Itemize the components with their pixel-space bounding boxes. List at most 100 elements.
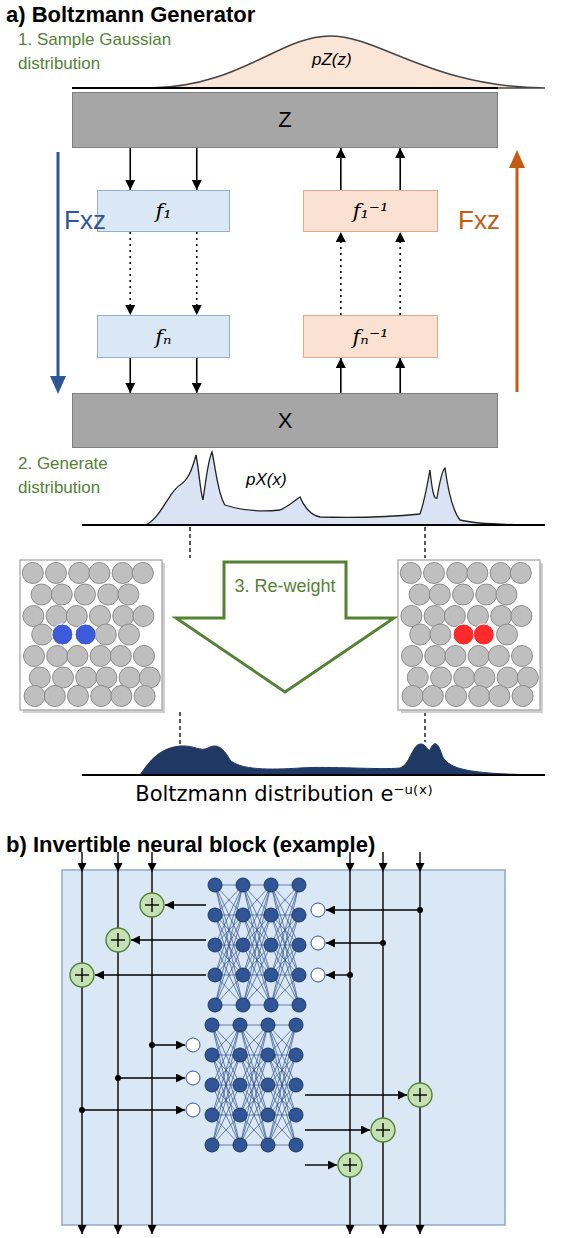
arrow-outline (172, 560, 398, 695)
particle (447, 563, 468, 584)
arrow-head (509, 150, 525, 168)
network-neuron (205, 1138, 219, 1152)
marked-particle (473, 624, 494, 645)
arrow-head (50, 376, 66, 394)
flow-connector (129, 232, 131, 315)
particle (402, 646, 423, 667)
particle (76, 667, 97, 688)
network-link (212, 1055, 240, 1145)
network-link (268, 1055, 296, 1145)
input-wire (81, 852, 82, 872)
particle (132, 563, 153, 584)
section-heading: b) Invertible neural block (example) (6, 832, 375, 858)
network-link (240, 1055, 268, 1145)
particle (139, 667, 160, 688)
distribution-caption: Boltzmann distribution e⁻ᵘ⁽ˣ⁾ (0, 782, 568, 807)
particle (410, 624, 431, 645)
particle (134, 646, 155, 667)
network-neuron (236, 908, 250, 922)
flow-connector (129, 148, 131, 190)
particle (468, 606, 489, 627)
wire (326, 909, 420, 910)
wire (95, 974, 206, 975)
particle (98, 584, 119, 605)
particle (44, 686, 65, 707)
network-neuron (261, 1048, 275, 1062)
signal-wire (349, 872, 350, 1234)
particle (31, 584, 52, 605)
plus-stroke (151, 898, 152, 912)
network-neuron (292, 968, 306, 982)
particle (118, 584, 139, 605)
network-link (243, 915, 271, 1005)
wire (305, 1094, 407, 1095)
flow-arrow (516, 166, 519, 392)
particle (89, 563, 110, 584)
particle (424, 563, 445, 584)
input-neuron (186, 1103, 200, 1117)
network-neuron (289, 1078, 303, 1092)
gaussian-curve (150, 36, 545, 88)
step-label: 2. Generate distribution (18, 452, 148, 500)
flow-block: f₁ (97, 190, 230, 232)
particle (133, 606, 154, 627)
network-neuron (233, 1138, 247, 1152)
node-text: fₙ⁻¹ (353, 325, 389, 349)
node-text: X (278, 408, 293, 434)
particle (512, 686, 533, 707)
input-wire (419, 852, 420, 872)
particle (488, 646, 509, 667)
add-operator (140, 893, 164, 917)
network-link (271, 915, 299, 1005)
particle (134, 686, 155, 707)
distribution-label: pX(x) (246, 470, 287, 490)
wire (326, 942, 383, 943)
input-neuron (311, 968, 325, 982)
network-neuron (292, 938, 306, 952)
flow-connector (399, 148, 401, 190)
network-link (215, 915, 243, 1005)
network-link (243, 915, 271, 1005)
particle (490, 563, 511, 584)
flow-connector (399, 358, 401, 393)
particle (112, 563, 133, 584)
network-link (268, 1025, 296, 1115)
invertible-block (62, 870, 505, 1225)
network-link (271, 915, 299, 1005)
dashed-guide (179, 712, 180, 745)
add-operator (70, 963, 94, 987)
particle (430, 624, 451, 645)
particle (90, 606, 111, 627)
wire (305, 1164, 337, 1165)
particle (444, 606, 465, 627)
particle (468, 646, 489, 667)
network-neuron (205, 1018, 219, 1032)
particle (119, 667, 140, 688)
network-neuron (236, 938, 250, 952)
network-neuron (233, 1048, 247, 1062)
network-link (243, 885, 271, 975)
network-link (240, 1055, 268, 1145)
wire (131, 939, 206, 940)
particle (113, 606, 134, 627)
particle (512, 646, 533, 667)
network-link (243, 885, 271, 975)
particle (496, 584, 517, 605)
wire (118, 1077, 185, 1078)
network-neuron (205, 1048, 219, 1062)
input-wire (382, 852, 383, 872)
particle (32, 624, 53, 645)
particle (497, 667, 518, 688)
network-neuron (289, 1018, 303, 1032)
particle (469, 686, 490, 707)
signal-wire (382, 872, 383, 1234)
add-operator (371, 1118, 395, 1142)
network-neuron (289, 1138, 303, 1152)
signal-wire (81, 872, 82, 1234)
input-neuron (311, 903, 325, 917)
wire (326, 974, 350, 975)
input-neuron (311, 936, 325, 950)
particle (453, 584, 474, 605)
particle (422, 686, 443, 707)
input-wire (151, 852, 152, 872)
